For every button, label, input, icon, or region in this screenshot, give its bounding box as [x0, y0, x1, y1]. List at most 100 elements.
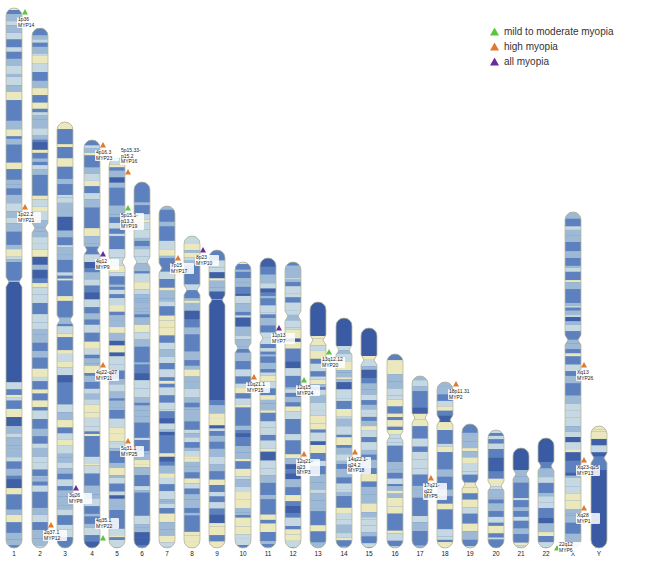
locus-label: 1p22.2 MYP21	[17, 212, 41, 223]
legend-swatch	[490, 43, 499, 51]
locus-marker	[48, 522, 54, 528]
locus-marker	[581, 457, 587, 463]
locus-label: 1p36 MYP14	[17, 17, 41, 28]
chromosome-number: 12	[283, 551, 303, 558]
chromosome-ideogram	[84, 140, 100, 550]
locus-marker	[125, 438, 131, 444]
locus-marker	[200, 247, 206, 253]
locus-label: Xq28 MYP1	[576, 513, 600, 524]
chromosome-number: 15	[359, 551, 379, 558]
locus-marker	[301, 377, 307, 383]
locus-label: 7p15 MYP17	[170, 263, 194, 274]
chromosome-ideogram	[285, 262, 301, 554]
locus-label: 10q21.1 MYP15	[246, 382, 270, 393]
legend-swatch	[490, 28, 499, 36]
legend-swatch	[490, 58, 499, 66]
chromosome-number: 18	[435, 551, 455, 558]
legend-text: high myopia	[504, 41, 558, 52]
chromosome-number: 22	[536, 551, 556, 558]
chromosome-number: 6	[132, 551, 152, 558]
chromosome-ideogram	[310, 302, 326, 548]
legend-text: mild to moderate myopia	[504, 26, 614, 37]
locus-marker	[428, 475, 434, 481]
chromosome-ideogram	[336, 318, 352, 555]
chromosome-ideogram	[462, 424, 478, 549]
locus-label: 14q22.1-q24.2 MYP18	[347, 457, 371, 474]
legend-entry: mild to moderate myopia	[490, 26, 614, 37]
chromosome-ideogram	[260, 258, 276, 554]
chromosome-ideogram	[412, 376, 428, 553]
chromosome-number: 2	[30, 551, 50, 558]
locus-label: 17q21-q22 MYP5	[423, 483, 447, 500]
legend-entry: high myopia	[490, 41, 558, 52]
locus-marker	[100, 362, 106, 368]
locus-label: 12q21-q23 MYP3	[296, 459, 320, 476]
locus-marker	[301, 451, 307, 457]
locus-label: 8p23 MYP10	[195, 255, 219, 266]
locus-label: 18p11.31 MYP2	[448, 389, 472, 400]
chromosome-number: 3	[55, 551, 75, 558]
legend-entry: all myopia	[490, 56, 549, 67]
chromosome-number: 20	[486, 551, 506, 558]
locus-marker	[352, 449, 358, 455]
chromosome-number: 9	[207, 551, 227, 558]
chromosome-ideogram	[209, 250, 225, 548]
chromosome-number: 17	[410, 551, 430, 558]
chromosome-number: 19	[460, 551, 480, 558]
chromosome-ideogram	[387, 354, 403, 550]
locus-label: 4q35.1 MYP22	[95, 518, 119, 529]
locus-label: 11p13 MYP7	[271, 333, 295, 344]
locus-label: 4q22-q27 MYP11	[95, 370, 119, 381]
chromosome-number: 8	[182, 551, 202, 558]
chromosome-ideogram	[184, 236, 200, 550]
chromosome-ideogram	[513, 448, 529, 552]
locus-marker	[100, 251, 106, 257]
chromosome-number: 10	[233, 551, 253, 558]
chromosome-number: 1	[4, 551, 24, 558]
locus-label: Xq23-q25 MYP13	[576, 465, 600, 476]
locus-marker	[73, 485, 79, 491]
chromosome-ideogram	[591, 426, 607, 550]
locus-label: 3q26 MYP8	[68, 493, 92, 504]
chromosome-number: 14	[334, 551, 354, 558]
locus-label: 5p15.33-p15.2 MYP16	[120, 148, 144, 165]
locus-marker	[581, 505, 587, 511]
chromosome-ideogram	[6, 8, 22, 553]
locus-marker	[326, 349, 332, 355]
chromosome-ideogram	[57, 122, 73, 550]
locus-label: 22q12 MYP6	[558, 542, 582, 553]
locus-label: 13q12.12 MYP20	[321, 357, 345, 368]
locus-marker	[125, 169, 131, 175]
locus-label: 5q31.1 MYP25	[120, 446, 144, 457]
chromosome-number: 16	[385, 551, 405, 558]
locus-label: 4q12 MYP9	[95, 259, 119, 270]
chromosome-ideogram	[32, 28, 48, 554]
locus-marker	[251, 374, 257, 380]
chromosome-number: 21	[511, 551, 531, 558]
locus-marker	[276, 325, 282, 331]
chromosome-number: 4	[82, 551, 102, 558]
chromosome-ideogram	[159, 206, 175, 555]
chromosome-ideogram	[488, 430, 504, 549]
chromosome-number: 11	[258, 551, 278, 558]
locus-marker	[100, 142, 106, 148]
locus-label: 5p15.1-p13.3 MYP19	[120, 213, 144, 230]
chromosome-ideogram	[134, 182, 150, 553]
chromosome-number: Y	[589, 551, 609, 558]
chromosome-number: 5	[107, 551, 127, 558]
locus-marker	[581, 362, 587, 368]
locus-marker	[175, 255, 181, 261]
chromosome-number: 13	[308, 551, 328, 558]
locus-marker	[22, 9, 28, 15]
locus-label: Xq13 MYP26	[576, 370, 600, 381]
chromosome-ideogram	[361, 328, 377, 555]
chromosome-ideogram	[235, 262, 251, 548]
locus-label: 12q15 MYP24	[296, 385, 320, 396]
locus-marker	[453, 381, 459, 387]
locus-label: 4p16.3 MYP23	[95, 150, 119, 161]
locus-marker	[125, 205, 131, 211]
chromosome-ideogram	[538, 438, 554, 550]
chromosome-number: 7	[157, 551, 177, 558]
